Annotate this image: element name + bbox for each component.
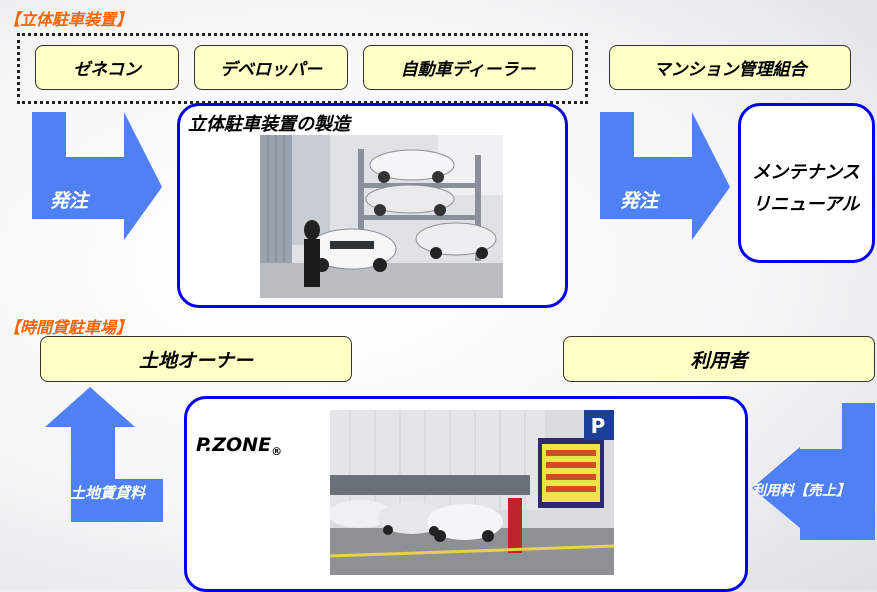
label-landowner: 土地オーナー <box>40 336 352 382</box>
coin-parking-illustration: P <box>330 410 614 575</box>
up-arrow-icon <box>45 387 163 522</box>
orderers-group-outline <box>17 33 588 104</box>
order-label-right: 発注 <box>620 190 659 212</box>
maintenance-box <box>738 103 875 263</box>
maintenance-label: メンテナンス <box>752 162 860 183</box>
pzone-brand-name: P.ZONE <box>196 434 272 456</box>
pzone-brand: P.ZONE® <box>196 434 282 458</box>
label-general-contractor: ゼネコン <box>35 45 179 90</box>
order-label-left: 発注 <box>50 190 89 212</box>
parking-lift-photo <box>260 135 503 298</box>
down-left-arrow-icon <box>752 403 875 540</box>
parking-lift-illustration <box>260 135 503 298</box>
down-right-arrow-icon <box>600 112 730 240</box>
label-car-dealer: 自動車ディーラー <box>363 45 573 90</box>
renewal-label: リニューアル <box>752 194 860 215</box>
manufacturing-title: 立体駐車装置の製造 <box>188 114 350 135</box>
label-developer: デベロッパー <box>194 45 348 90</box>
coin-parking-photo: P <box>330 410 614 575</box>
label-condo-management-association: マンション管理組合 <box>609 45 851 90</box>
section-title-hourly-parking: 【時間貸駐車場】 <box>4 318 133 337</box>
label-user: 利用者 <box>563 336 875 382</box>
registered-mark: ® <box>271 445 283 458</box>
usage-fee-label: 利用料【売上】 <box>752 483 850 499</box>
p-sign-letter: P <box>591 414 606 438</box>
section-title-parking-equipment: 【立体駐車装置】 <box>4 10 133 29</box>
land-rent-label: 土地賃貸料 <box>70 484 146 502</box>
down-right-arrow-icon <box>32 112 162 240</box>
